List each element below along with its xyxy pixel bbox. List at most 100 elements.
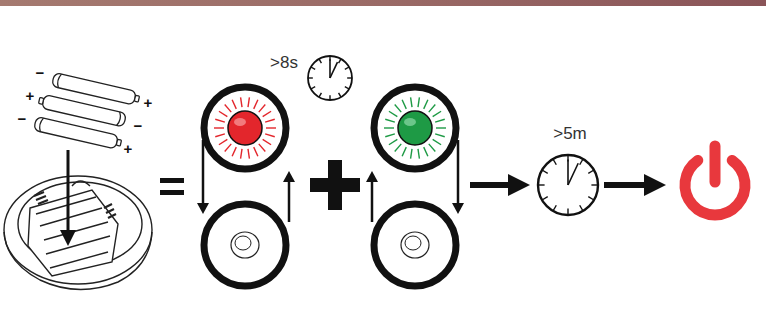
clock-tick [553, 159, 556, 165]
led-ray [263, 139, 271, 144]
led-ray [225, 144, 232, 152]
duration-label: >8s [270, 54, 298, 71]
release-arrow [288, 180, 291, 222]
clock-face [538, 155, 598, 215]
led-ray [263, 111, 271, 116]
led-ray [225, 105, 232, 113]
equals-sign [160, 178, 184, 195]
red-led-indicator-part [204, 87, 286, 169]
equals-sign-part [160, 178, 184, 183]
press-arrow [457, 140, 460, 205]
polarity-sign: + [26, 88, 35, 103]
clock-tick [339, 93, 341, 97]
led-ray [418, 149, 419, 159]
polarity-sign: + [144, 95, 153, 110]
battery-part [38, 118, 43, 132]
button [374, 204, 456, 286]
battery-part [117, 112, 122, 126]
clock-tick [553, 205, 556, 211]
polarity-sign: − [36, 65, 45, 80]
led-ray [219, 111, 227, 116]
led-ray [254, 100, 258, 109]
led-ray [395, 105, 402, 113]
led-ray [424, 147, 428, 156]
clock-tick [311, 87, 315, 89]
led-ray [248, 149, 249, 159]
clock-tick [580, 159, 583, 165]
clock-tick [319, 59, 321, 63]
polarity-sign: − [18, 111, 27, 126]
led-ray [214, 127, 224, 128]
clock-icon [308, 56, 352, 100]
button-part [231, 232, 259, 258]
clock-tick [538, 184, 545, 185]
button-part [401, 232, 429, 258]
led-ray [219, 139, 227, 144]
clock-tick [542, 170, 548, 173]
green-led-indicator [374, 87, 456, 169]
button [204, 204, 286, 286]
button-part [374, 204, 456, 286]
clock-hand [567, 160, 569, 186]
red-led-indicator-part [214, 97, 276, 158]
led-ray [215, 119, 225, 122]
led-ray [433, 139, 441, 144]
led-ray [254, 147, 258, 156]
equals-sign-part [160, 190, 184, 195]
battery-part [39, 98, 44, 105]
device-housing-part [72, 181, 90, 186]
green-led-indicator-part [384, 97, 446, 158]
led-ray [232, 147, 236, 156]
battery-part [116, 139, 121, 146]
device-housing-part [28, 190, 118, 276]
arrow-head [452, 203, 464, 214]
flow-arrow [470, 182, 512, 188]
led-ray [385, 134, 395, 137]
plus-sign-part [328, 160, 342, 210]
device-housing [4, 176, 152, 290]
release-arrow [371, 180, 374, 222]
led-ray [215, 134, 225, 137]
led-ray [248, 97, 249, 107]
device-housing-part [4, 176, 152, 284]
flow-arrow [604, 182, 648, 188]
led-ray [389, 111, 397, 116]
green-led-indicator-part [374, 87, 456, 169]
polarity-sign: + [124, 141, 133, 156]
polarity-sign: − [134, 118, 143, 133]
clock-tick [311, 67, 315, 69]
arrow-head [283, 171, 295, 182]
plus-sign [310, 160, 360, 210]
clock-tick [347, 77, 352, 78]
red-led-indicator-part [228, 111, 262, 145]
clock-tick [345, 67, 349, 69]
device-housing-part [50, 252, 108, 268]
clock-icon [538, 155, 598, 215]
button-part [405, 236, 421, 250]
green-led-indicator-part [404, 118, 416, 126]
battery [34, 117, 123, 150]
led-ray [411, 97, 412, 107]
red-led-indicator-part [234, 118, 246, 126]
clock-tick [588, 170, 594, 173]
led-ray [435, 134, 445, 137]
led-ray [429, 144, 436, 152]
button-part [204, 204, 286, 286]
arrow-head [508, 174, 530, 196]
clock-tick [308, 77, 313, 78]
led-ray [433, 111, 441, 116]
led-ray [241, 97, 242, 107]
led-ray [436, 127, 446, 128]
device-housing-part [104, 204, 116, 218]
led-ray [259, 144, 266, 152]
led-ray [424, 100, 428, 109]
clock-tick [319, 93, 321, 97]
clock-tick [339, 59, 341, 63]
led-ray [389, 139, 397, 144]
power-icon [685, 146, 745, 215]
arrow-head [60, 230, 76, 246]
led-ray [265, 134, 275, 137]
